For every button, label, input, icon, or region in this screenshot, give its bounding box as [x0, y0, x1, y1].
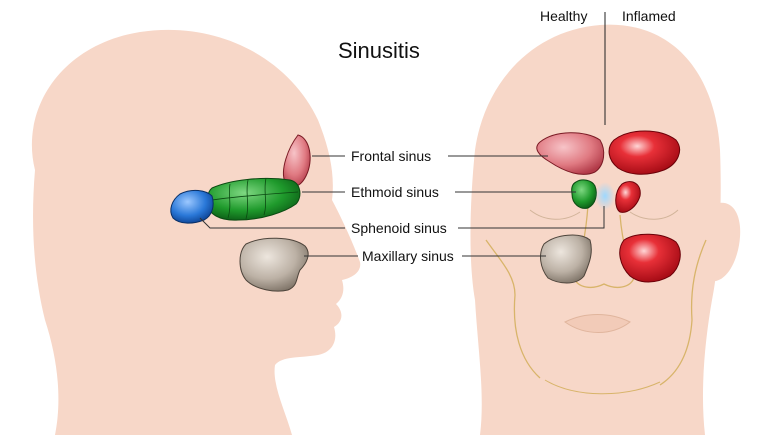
front-head-silhouette: [470, 25, 720, 435]
label-maxillary-sinus: Maxillary sinus: [362, 248, 454, 264]
diagram-title: Sinusitis: [338, 38, 420, 63]
label-frontal-sinus: Frontal sinus: [351, 148, 431, 164]
front-maxillary-sinus-inflamed: [620, 234, 681, 282]
front-maxillary-sinus-healthy: [541, 235, 592, 283]
label-sphenoid-sinus: Sphenoid sinus: [351, 220, 447, 236]
legend-inflamed: Inflamed: [622, 8, 676, 24]
label-ethmoid-sinus: Ethmoid sinus: [351, 184, 439, 200]
profile-head-silhouette: [32, 30, 360, 435]
front-frontal-sinus-inflamed: [609, 131, 680, 174]
front-head: [470, 12, 740, 435]
profile-head: [32, 30, 360, 435]
front-ethmoid-sinus-healthy: [572, 180, 597, 208]
front-sphenoid-sinus: [595, 182, 615, 210]
legend-healthy: Healthy: [540, 8, 587, 24]
